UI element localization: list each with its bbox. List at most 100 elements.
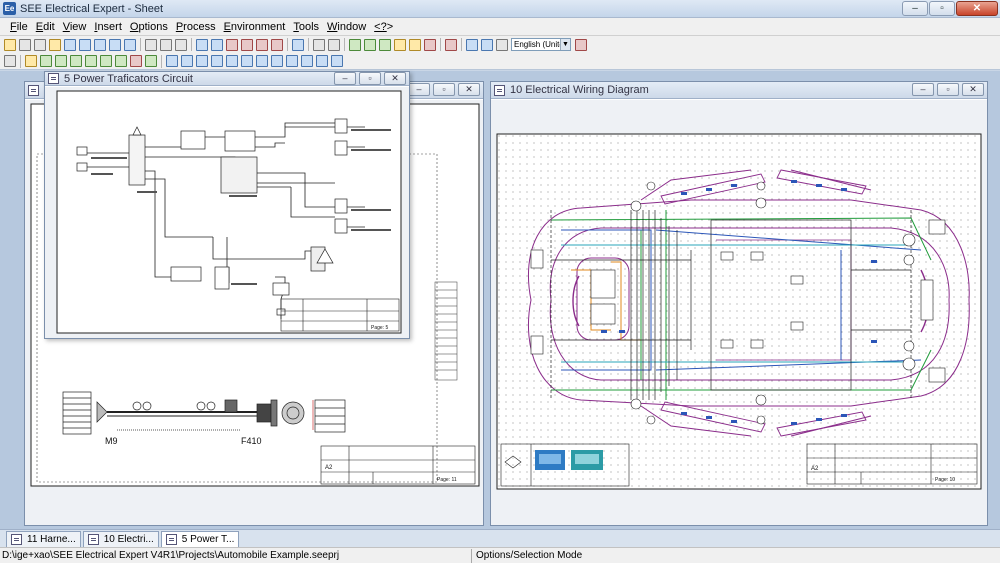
power-close-button[interactable]: ✕ [384, 72, 406, 85]
align-right-icon[interactable] [181, 55, 193, 67]
wiring-close-button[interactable]: ✕ [962, 83, 984, 96]
separator [440, 38, 441, 51]
snap-icon[interactable] [316, 55, 328, 67]
wiring-canvas[interactable]: A2 Page: 10 [491, 100, 987, 525]
menu-file[interactable]: File [10, 20, 28, 33]
menu-process[interactable]: Process [175, 20, 216, 33]
power-minimize-button[interactable]: – [334, 72, 356, 85]
menu-tools[interactable]: Tools [293, 20, 320, 33]
tab-wiring[interactable]: 10 Electri... [82, 531, 159, 547]
pencil-icon[interactable] [25, 55, 37, 67]
menu-environment[interactable]: Environment [223, 20, 286, 33]
draw-circle-icon[interactable] [100, 55, 112, 67]
menu-insert[interactable]: Insert [94, 20, 122, 33]
paste-icon[interactable] [256, 38, 268, 51]
symbol-icon[interactable] [394, 38, 406, 51]
menu-help[interactable]: <?> [374, 20, 394, 33]
harness-label-f410: F410 [241, 436, 262, 446]
tab-power[interactable]: 5 Power T... [160, 531, 240, 547]
save-icon[interactable] [109, 38, 121, 51]
mirror-icon[interactable] [256, 55, 268, 67]
document-icon [165, 534, 177, 545]
status-mode: Options/Selection Mode [476, 549, 583, 561]
distribute-icon[interactable] [226, 55, 238, 67]
table-icon[interactable] [331, 55, 343, 67]
draw-text-icon[interactable] [115, 55, 127, 67]
page-prev-icon[interactable] [64, 38, 76, 51]
separator [287, 38, 288, 51]
status-project-path: D:\ige+xao\SEE Electrical Expert V4R1\Pr… [0, 548, 472, 563]
align-left-icon[interactable] [166, 55, 178, 67]
component-icon[interactable] [379, 38, 391, 51]
properties-icon[interactable] [496, 38, 508, 51]
grid-icon[interactable] [313, 38, 325, 51]
draw-polyline-icon[interactable] [55, 55, 67, 67]
draw-line-icon[interactable] [40, 55, 52, 67]
check-icon[interactable] [145, 55, 157, 67]
tab-label: 5 Power T... [181, 534, 235, 545]
redo-icon[interactable] [160, 38, 172, 51]
new-sheet-icon[interactable] [19, 38, 31, 51]
document-icon [48, 73, 59, 84]
arrow-right-icon[interactable] [466, 38, 478, 51]
wiring-maximize-button[interactable]: ▫ [937, 83, 959, 96]
page-next-icon[interactable] [79, 38, 91, 51]
cut-icon[interactable] [226, 38, 238, 51]
page-list-icon[interactable] [94, 38, 106, 51]
wiring-window[interactable]: 10 Electrical Wiring Diagram – ▫ ✕ [490, 81, 988, 526]
close-button[interactable]: ✕ [956, 1, 998, 16]
pointer-icon[interactable] [4, 55, 16, 67]
menu-edit[interactable]: Edit [35, 20, 55, 33]
zoom-icon[interactable] [196, 38, 208, 51]
separator [20, 54, 21, 68]
blank-page-icon[interactable] [34, 38, 46, 51]
separator [161, 54, 162, 68]
open-folder-icon[interactable] [49, 38, 61, 51]
copy-icon[interactable] [241, 38, 253, 51]
draw-rect-icon[interactable] [85, 55, 97, 67]
connector-icon[interactable] [424, 38, 436, 51]
maximize-button[interactable]: ▫ [929, 1, 955, 16]
menu-options[interactable]: Options [129, 20, 168, 33]
magnet-icon[interactable] [271, 38, 283, 51]
zoom-window-icon[interactable] [211, 38, 223, 51]
save-all-icon[interactable] [124, 38, 136, 51]
export-icon[interactable] [481, 38, 493, 51]
harness-maximize-button[interactable]: ▫ [433, 83, 455, 96]
search-icon[interactable] [292, 38, 304, 51]
wire-icon[interactable] [349, 38, 361, 51]
tab-harness[interactable]: 11 Harne... [6, 531, 81, 547]
power-canvas[interactable]: Page: 5 [45, 87, 409, 338]
layer-icon[interactable] [301, 55, 313, 67]
cable-icon[interactable] [364, 38, 376, 51]
menu-window[interactable]: Window [327, 20, 367, 33]
group-icon[interactable] [271, 55, 283, 67]
report-icon[interactable] [445, 38, 457, 51]
minimize-button[interactable]: – [902, 1, 928, 16]
menu-bar: File Edit View Insert Options Process En… [0, 18, 1000, 36]
dictionary-icon[interactable] [575, 38, 587, 51]
terminal-icon[interactable] [409, 38, 421, 51]
mdi-workspace: – ▫ ✕ [0, 71, 1000, 529]
ungroup-icon[interactable] [286, 55, 298, 67]
ortho-icon[interactable] [328, 38, 340, 51]
align-top-icon[interactable] [196, 55, 208, 67]
power-window-title-bar[interactable]: 5 Power Traficators Circuit – ▫ ✕ [45, 72, 409, 86]
power-maximize-button[interactable]: ▫ [359, 72, 381, 85]
print-icon[interactable] [175, 38, 187, 51]
harness-minimize-button[interactable]: – [408, 83, 430, 96]
align-bottom-icon[interactable] [211, 55, 223, 67]
new-icon[interactable] [4, 38, 16, 51]
menu-view[interactable]: View [62, 20, 87, 33]
wiring-minimize-button[interactable]: – [912, 83, 934, 96]
chevron-down-icon: ▼ [560, 39, 570, 50]
language-select[interactable]: English (United ▼ [511, 38, 571, 51]
scissors-icon[interactable] [130, 55, 142, 67]
harness-close-button[interactable]: ✕ [458, 83, 480, 96]
draw-arc-icon[interactable] [70, 55, 82, 67]
power-window[interactable]: 5 Power Traficators Circuit – ▫ ✕ [44, 71, 410, 339]
rotate-icon[interactable] [241, 55, 253, 67]
wiring-window-title-bar[interactable]: 10 Electrical Wiring Diagram – ▫ ✕ [491, 82, 987, 99]
undo-icon[interactable] [145, 38, 157, 51]
wiring-window-title: 10 Electrical Wiring Diagram [510, 84, 649, 96]
